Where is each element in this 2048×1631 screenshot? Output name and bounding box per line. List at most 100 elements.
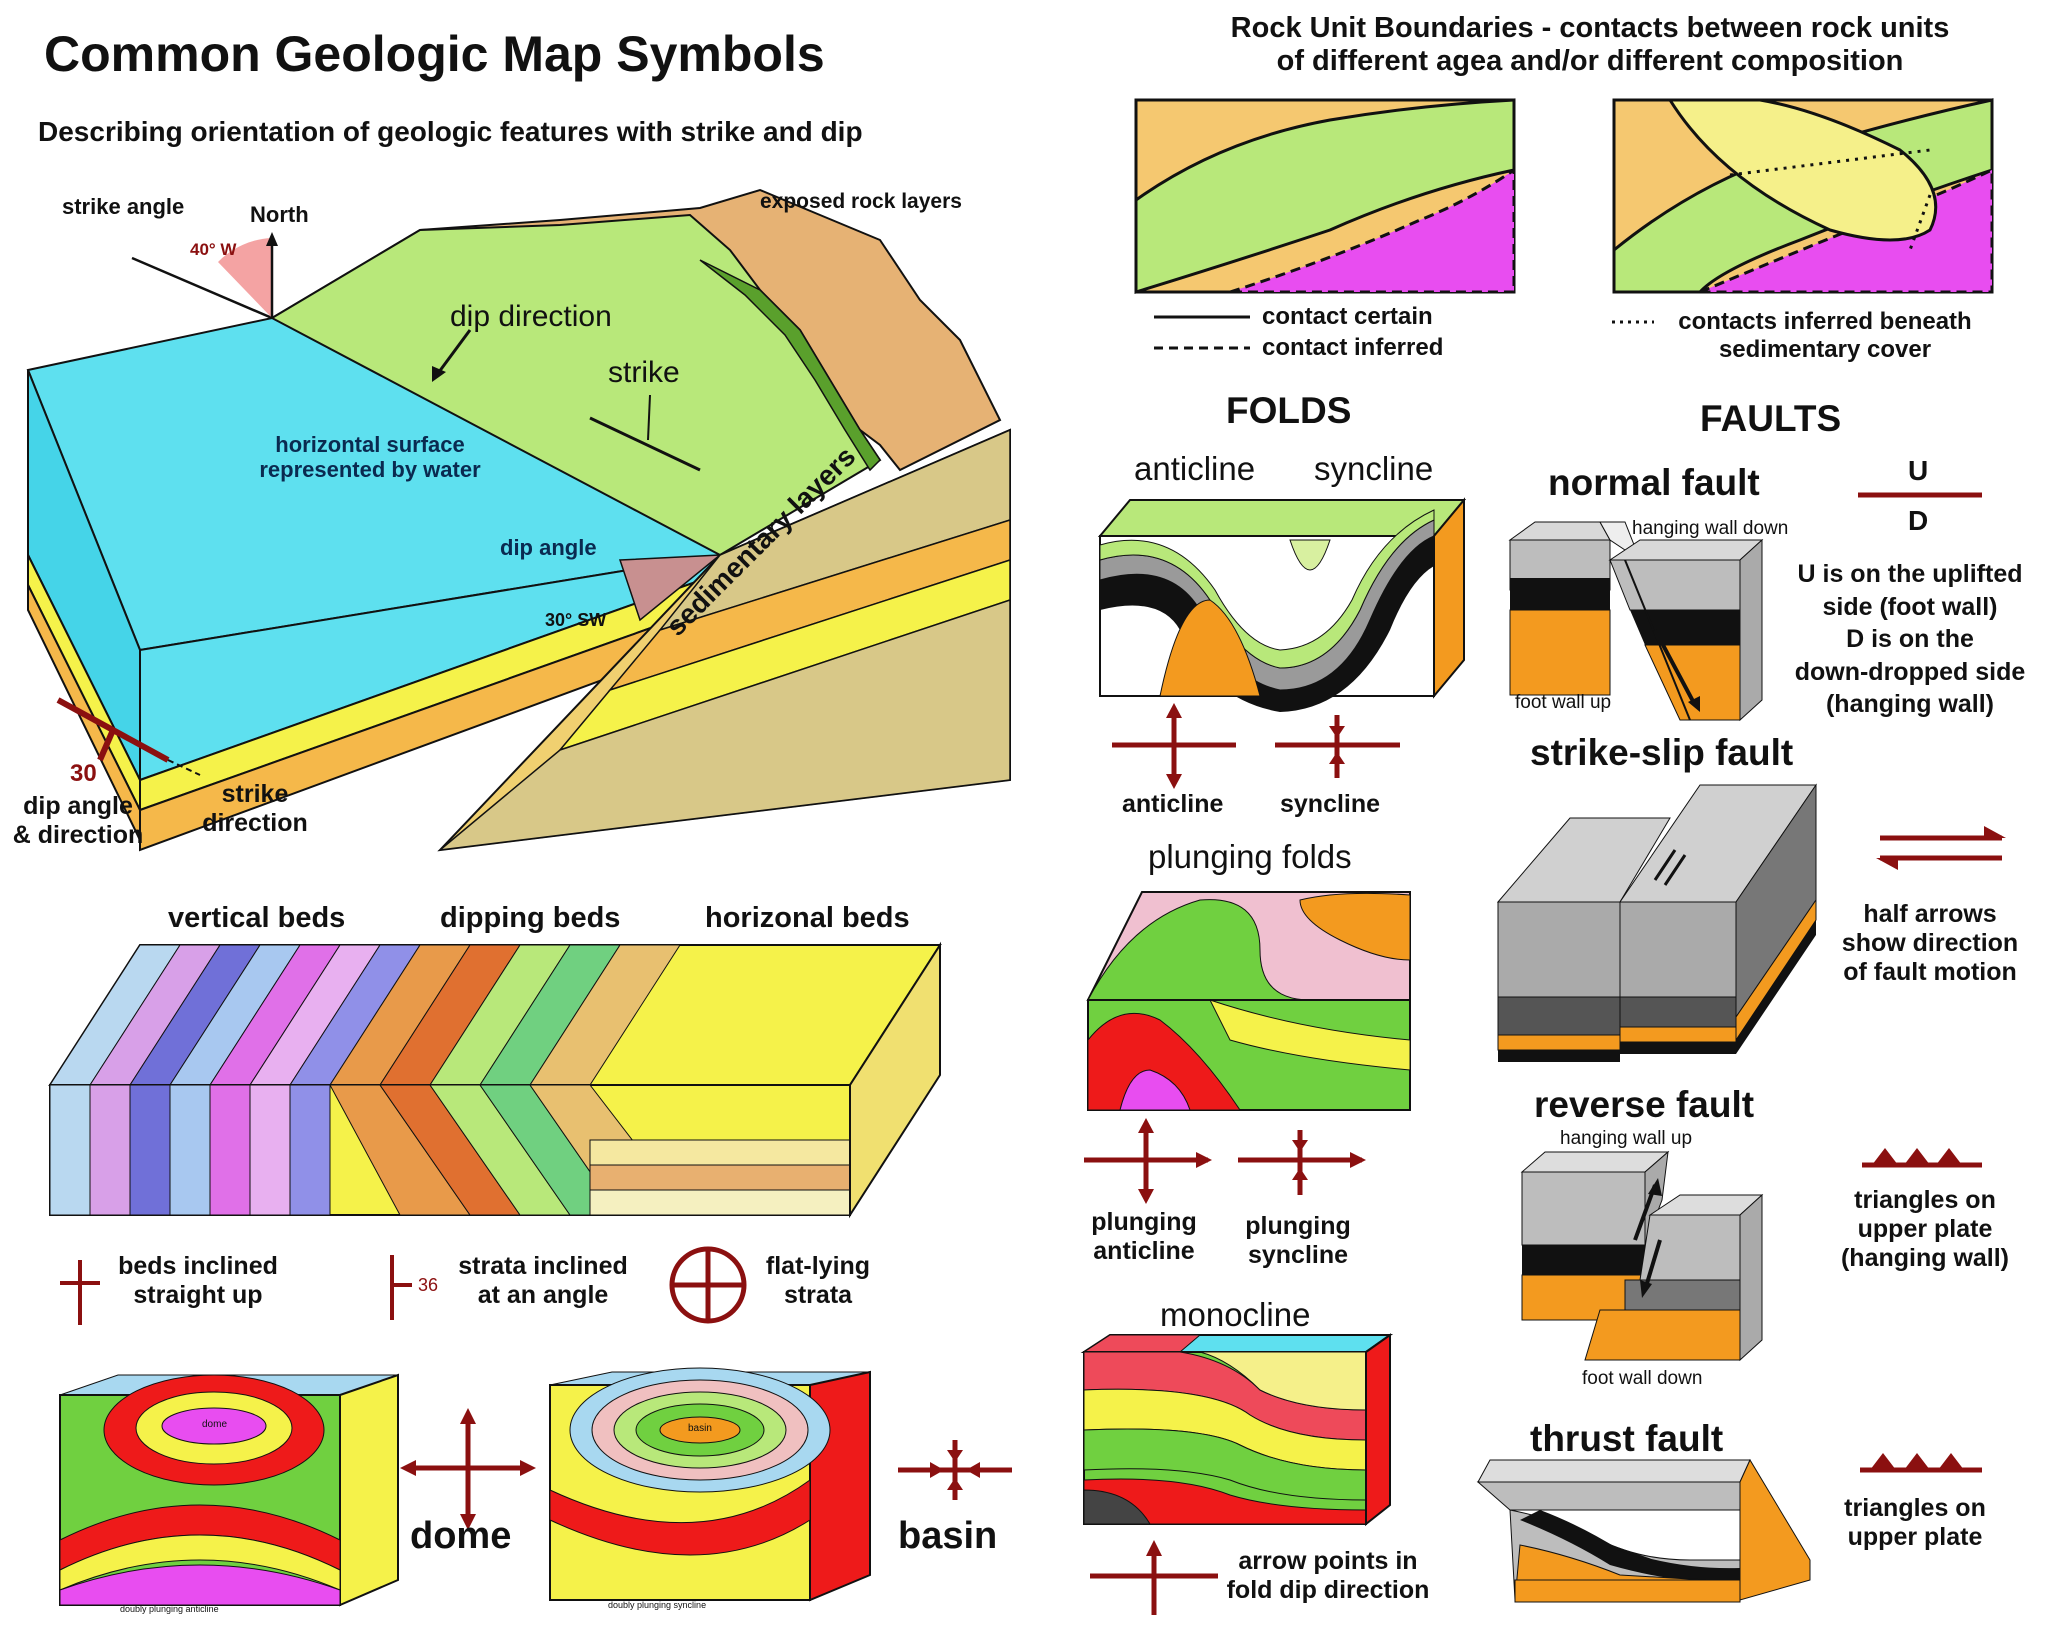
- dip-symbol-number: 30: [70, 760, 97, 787]
- boundaries-title-line-2: of different agea and/or different compo…: [1276, 45, 1904, 78]
- plunging-syncline-label: plunging syncline: [1228, 1212, 1368, 1270]
- d-desc-line-1: D is on the: [1846, 625, 1974, 653]
- page-title: Common Geologic Map Symbols: [44, 26, 825, 82]
- arrow-points-label: arrow points in fold dip direction: [1218, 1547, 1438, 1605]
- u-desc-line-1: U is on the uplifted: [1797, 560, 2023, 588]
- strike-direction-line-1: strike: [221, 780, 289, 808]
- dip-angle-label: dip angle: [500, 535, 597, 560]
- dome-label: dome: [410, 1515, 512, 1557]
- basin-inner-label: basin: [688, 1423, 712, 1434]
- d-desc-line-3: (hanging wall): [1825, 690, 1995, 718]
- plunging-syncline-line-1: plunging: [1245, 1212, 1351, 1240]
- strike-angle-label: strike angle: [62, 194, 185, 219]
- half-arrows-line-3: of fault motion: [1843, 957, 2017, 986]
- strata-inclined-label: strata inclined at an angle: [448, 1252, 638, 1310]
- plunging-syncline-line-2: syncline: [1247, 1240, 1349, 1269]
- reverse-triangles-line-2: upper plate: [1857, 1214, 1993, 1243]
- dome-caption: doubly plunging anticline: [120, 1604, 219, 1614]
- horizontal-surface-label: horizontal surface represented by water: [230, 432, 510, 483]
- plunging-folds-heading: plunging folds: [1148, 838, 1352, 875]
- strike-angle-value: 40° W: [190, 240, 237, 259]
- strata-inclined-line-1: strata inclined: [458, 1252, 628, 1280]
- dip-angle-direction-line-2: & direction: [12, 820, 144, 849]
- strata-inclined-line-2: at an angle: [477, 1280, 609, 1309]
- strike-label: strike: [608, 356, 680, 389]
- dip-angle-direction-label: dip angle & direction: [4, 792, 152, 850]
- strike-direction-label: strike direction: [190, 780, 320, 838]
- arrow-points-line-1: arrow points in: [1238, 1547, 1418, 1575]
- reverse-triangles-line-3: (hanging wall): [1840, 1243, 2010, 1272]
- d-desc-line-2: down-dropped side: [1794, 657, 2026, 686]
- thrust-triangles-label: triangles on upper plate: [1810, 1494, 2020, 1552]
- strike-direction-line-2: direction: [202, 808, 308, 837]
- syncline-heading: syncline: [1314, 450, 1434, 487]
- half-arrows-line-2: show direction: [1841, 928, 2019, 957]
- faults-heading: FAULTS: [1700, 398, 1842, 439]
- arrow-points-line-2: fold dip direction: [1226, 1575, 1430, 1604]
- contacts-beneath-label: contacts inferred beneath sedimentary co…: [1650, 308, 2000, 363]
- foot-wall-up-label: foot wall up: [1515, 692, 1612, 713]
- folds-heading: FOLDS: [1226, 390, 1352, 431]
- thrust-triangles-line-1: triangles on: [1844, 1494, 1986, 1522]
- reverse-fault-heading: reverse fault: [1534, 1084, 1755, 1125]
- exposed-rock-layers-label: exposed rock layers: [760, 190, 962, 213]
- north-label: North: [250, 202, 309, 227]
- boundaries-title-line-1: Rock Unit Boundaries - contacts between …: [1230, 12, 1950, 44]
- dipping-beds-label: dipping beds: [440, 902, 621, 934]
- plunging-anticline-line-1: plunging: [1091, 1208, 1197, 1236]
- horizontal-surface-line-2: represented by water: [259, 457, 481, 483]
- monocline-heading: monocline: [1160, 1296, 1311, 1333]
- reverse-triangles-label: triangles on upper plate (hanging wall): [1820, 1186, 2030, 1272]
- d-label: D: [1908, 505, 1929, 536]
- contacts-beneath-line-1: contacts inferred beneath: [1678, 308, 1972, 335]
- strike-dip-subtitle: Describing orientation of geologic featu…: [38, 116, 863, 147]
- angle-symbol-number: 36: [418, 1275, 439, 1295]
- dip-direction-label: dip direction: [450, 300, 612, 333]
- beds-inclined-up-line-1: beds inclined: [118, 1252, 278, 1280]
- horizontal-beds-label: horizonal beds: [705, 902, 910, 934]
- contacts-beneath-line-2: sedimentary cover: [1718, 335, 1932, 363]
- dome-inner-label: dome: [202, 1419, 228, 1430]
- flat-lying-line-2: strata: [783, 1280, 853, 1309]
- basin-caption: doubly plunging syncline: [608, 1600, 707, 1610]
- flat-lying-line-1: flat-lying: [765, 1252, 871, 1280]
- flat-lying-label: flat-lying strata: [748, 1252, 888, 1310]
- plunging-anticline-label: plunging anticline: [1074, 1208, 1214, 1266]
- beds-inclined-up-label: beds inclined straight up: [108, 1252, 288, 1310]
- reverse-triangles-line-1: triangles on: [1854, 1186, 1996, 1214]
- thrust-fault-heading: thrust fault: [1530, 1418, 1724, 1459]
- basin-label: basin: [898, 1515, 998, 1557]
- normal-fault-heading: normal fault: [1548, 462, 1760, 503]
- anticline-symbol-label: anticline: [1122, 790, 1224, 818]
- thrust-triangles-line-2: upper plate: [1847, 1522, 1983, 1551]
- syncline-symbol-label: syncline: [1280, 790, 1381, 818]
- contact-certain-label: contact certain: [1262, 303, 1433, 330]
- half-arrows-label: half arrows show direction of fault moti…: [1820, 900, 2040, 986]
- hanging-wall-down-label: hanging wall down: [1632, 518, 1789, 539]
- dip-angle-direction-line-1: dip angle: [23, 792, 133, 820]
- u-d-description: U is on the uplifted side (foot wall) D …: [1780, 558, 2040, 721]
- plunging-anticline-line-2: anticline: [1093, 1236, 1195, 1265]
- contact-inferred-label: contact inferred: [1262, 334, 1444, 361]
- foot-wall-down-label: foot wall down: [1582, 1368, 1703, 1389]
- anticline-heading: anticline: [1134, 450, 1256, 487]
- half-arrows-line-1: half arrows: [1863, 900, 1997, 928]
- beds-inclined-up-line-2: straight up: [133, 1280, 263, 1309]
- boundaries-title: Rock Unit Boundaries - contacts between …: [1150, 12, 2030, 79]
- dip-angle-value: 30° SW: [545, 610, 607, 630]
- u-desc-line-2: side (foot wall): [1822, 592, 1998, 621]
- u-label: U: [1908, 455, 1929, 486]
- vertical-beds-label: vertical beds: [168, 902, 346, 934]
- horizontal-surface-line-1: horizontal surface: [275, 432, 465, 457]
